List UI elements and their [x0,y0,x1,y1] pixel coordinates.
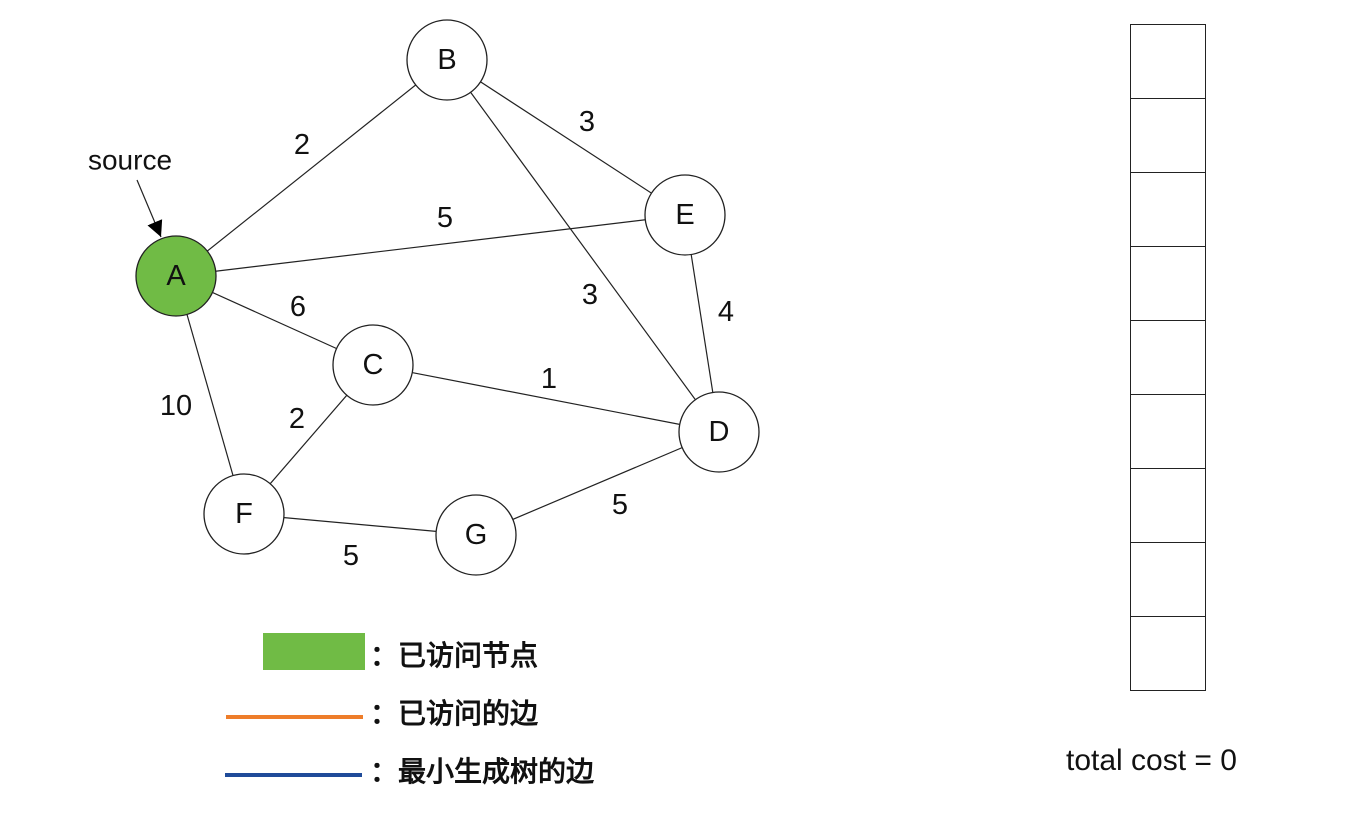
node-circle [678,391,760,473]
queue-cell [1131,99,1205,173]
legend-visited-node-swatch [263,633,365,670]
node-circle [644,174,726,256]
node-circle [435,494,517,576]
legend-mst-edge-label: ：最小生成树的边 [370,755,595,788]
node-G[interactable]: G [435,494,517,576]
edge-weight-A-F: 10 [160,390,192,422]
node-label: A [166,260,186,292]
node-label: C [363,349,384,381]
priority-queue [1130,24,1206,691]
node-label: F [235,498,253,530]
edge-weight-A-C: 6 [290,291,306,323]
total-cost: total cost = 0 [1066,744,1237,777]
node-F[interactable]: F [203,473,285,555]
edge-A-B [175,59,448,277]
node-circle [332,324,414,406]
node-C[interactable]: C [332,324,414,406]
node-D[interactable]: D [678,391,760,473]
node-A[interactable]: A [135,235,217,317]
edge-B-D [446,59,720,433]
node-label: G [465,519,488,551]
queue-cell [1131,469,1205,543]
node-circle [135,235,217,317]
queue-cell [1131,173,1205,247]
edge-weight-G-D: 5 [612,489,628,521]
node-circle [406,19,488,101]
edge-weight-F-G: 5 [343,540,359,572]
source-arrow-icon [136,179,163,238]
edge-weight-B-E: 3 [579,106,595,138]
node-circle [203,473,285,555]
node-label: D [709,416,730,448]
edge-G-D [475,431,720,536]
edge-A-E [175,214,686,277]
queue-cell [1131,25,1205,99]
edge-C-D [372,364,720,433]
legend-visited-edge-label: ：已访问的边 [370,697,539,730]
edge-weight-E-D: 4 [718,296,734,328]
edge-weight-C-F: 2 [289,403,305,435]
queue-cell [1131,543,1205,617]
node-label: E [675,199,694,231]
edge-weight-C-D: 1 [541,363,557,395]
legend-mst-edge-line [225,773,362,777]
queue-cell [1131,395,1205,469]
legend-visited-edge-line [226,715,363,719]
queue-cell [1131,617,1205,690]
edge-A-F [175,275,245,515]
node-label: B [437,44,456,76]
source-label: source [88,145,172,176]
queue-cell [1131,247,1205,321]
node-E[interactable]: E [644,174,726,256]
edge-weight-B-D: 3 [582,279,598,311]
legend-visited-node-label: ：已访问节点 [370,639,539,672]
queue-cell [1131,321,1205,395]
edge-weight-A-E: 5 [437,202,453,234]
node-B[interactable]: B [406,19,488,101]
edge-B-E [446,59,686,216]
edge-weight-A-B: 2 [294,129,310,161]
